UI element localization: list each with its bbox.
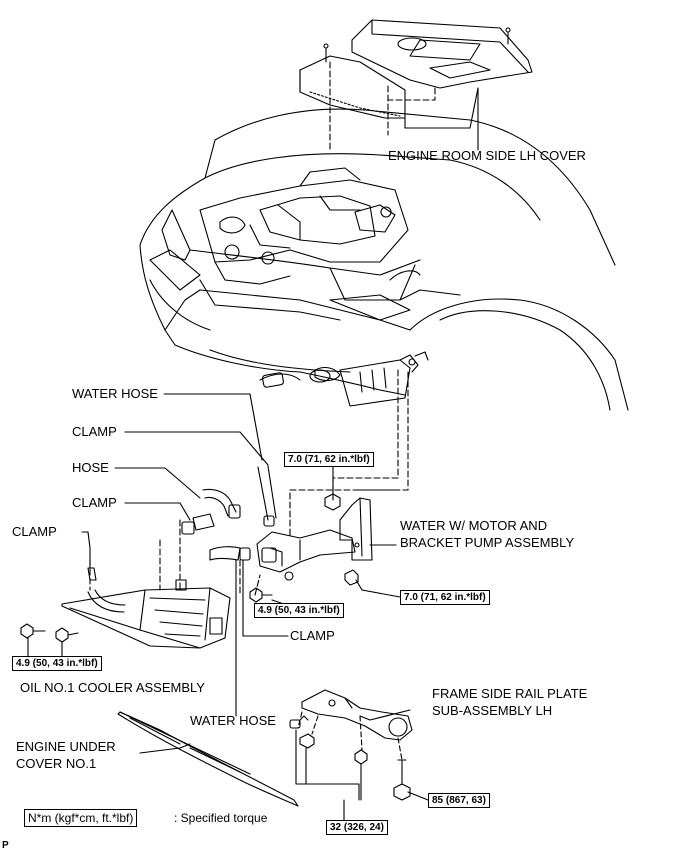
label-water-hose-top: WATER HOSE [72,386,158,401]
label-oil-cooler: OIL NO.1 COOLER ASSEMBLY [20,680,205,695]
engine-under-cover-drawing [117,711,299,807]
legend-description: : Specified torque [174,811,268,825]
label-engine-under-line2: COVER NO.1 [16,756,97,771]
label-frame-plate-line2: SUB-ASSEMBLY LH [432,703,553,718]
torque-32: 32 (326, 24) [326,820,388,835]
leader-lines [81,139,479,821]
label-hose: HOSE [72,460,109,475]
label-clamp-3: CLAMP [12,524,57,539]
label-clamp-2: CLAMP [72,495,117,510]
engine-room-cover-drawing [299,19,533,151]
label-water-pump-line1: WATER W/ MOTOR AND [400,518,548,533]
vehicle-outline [139,108,629,411]
hoses-drawing [87,465,277,613]
frame-plate-drawing [289,689,413,801]
label-water-pump-line2: BRACKET PUMP ASSEMBLY [400,535,575,550]
label-engine-room-side-lh-cover: ENGINE ROOM SIDE LH COVER [388,148,586,163]
torque-7-0-upper: 7.0 (71, 62 in.*lbf) [284,452,374,467]
label-water-hose-bottom: WATER HOSE [190,713,276,728]
torque-7-0-lower: 7.0 (71, 62 in.*lbf) [400,590,490,605]
torque-4-9-pump: 4.9 (50, 43 in.*lbf) [254,603,344,618]
torque-4-9-cooler: 4.9 (50, 43 in.*lbf) [12,656,102,671]
corner-letter: P [2,840,9,851]
label-clamp-1: CLAMP [72,424,117,439]
label-clamp-4: CLAMP [290,628,335,643]
torque-85: 85 (867, 63) [428,793,490,808]
label-frame-plate-line1: FRAME SIDE RAIL PLATE [432,686,588,701]
leader-dashes [89,369,409,596]
water-pump-drawing [249,493,373,603]
label-engine-under-line1: ENGINE UNDER [16,739,116,754]
oil-cooler-drawing [20,579,231,657]
legend-unit-box: N*m (kgf*cm, ft.*lbf) [24,809,138,827]
